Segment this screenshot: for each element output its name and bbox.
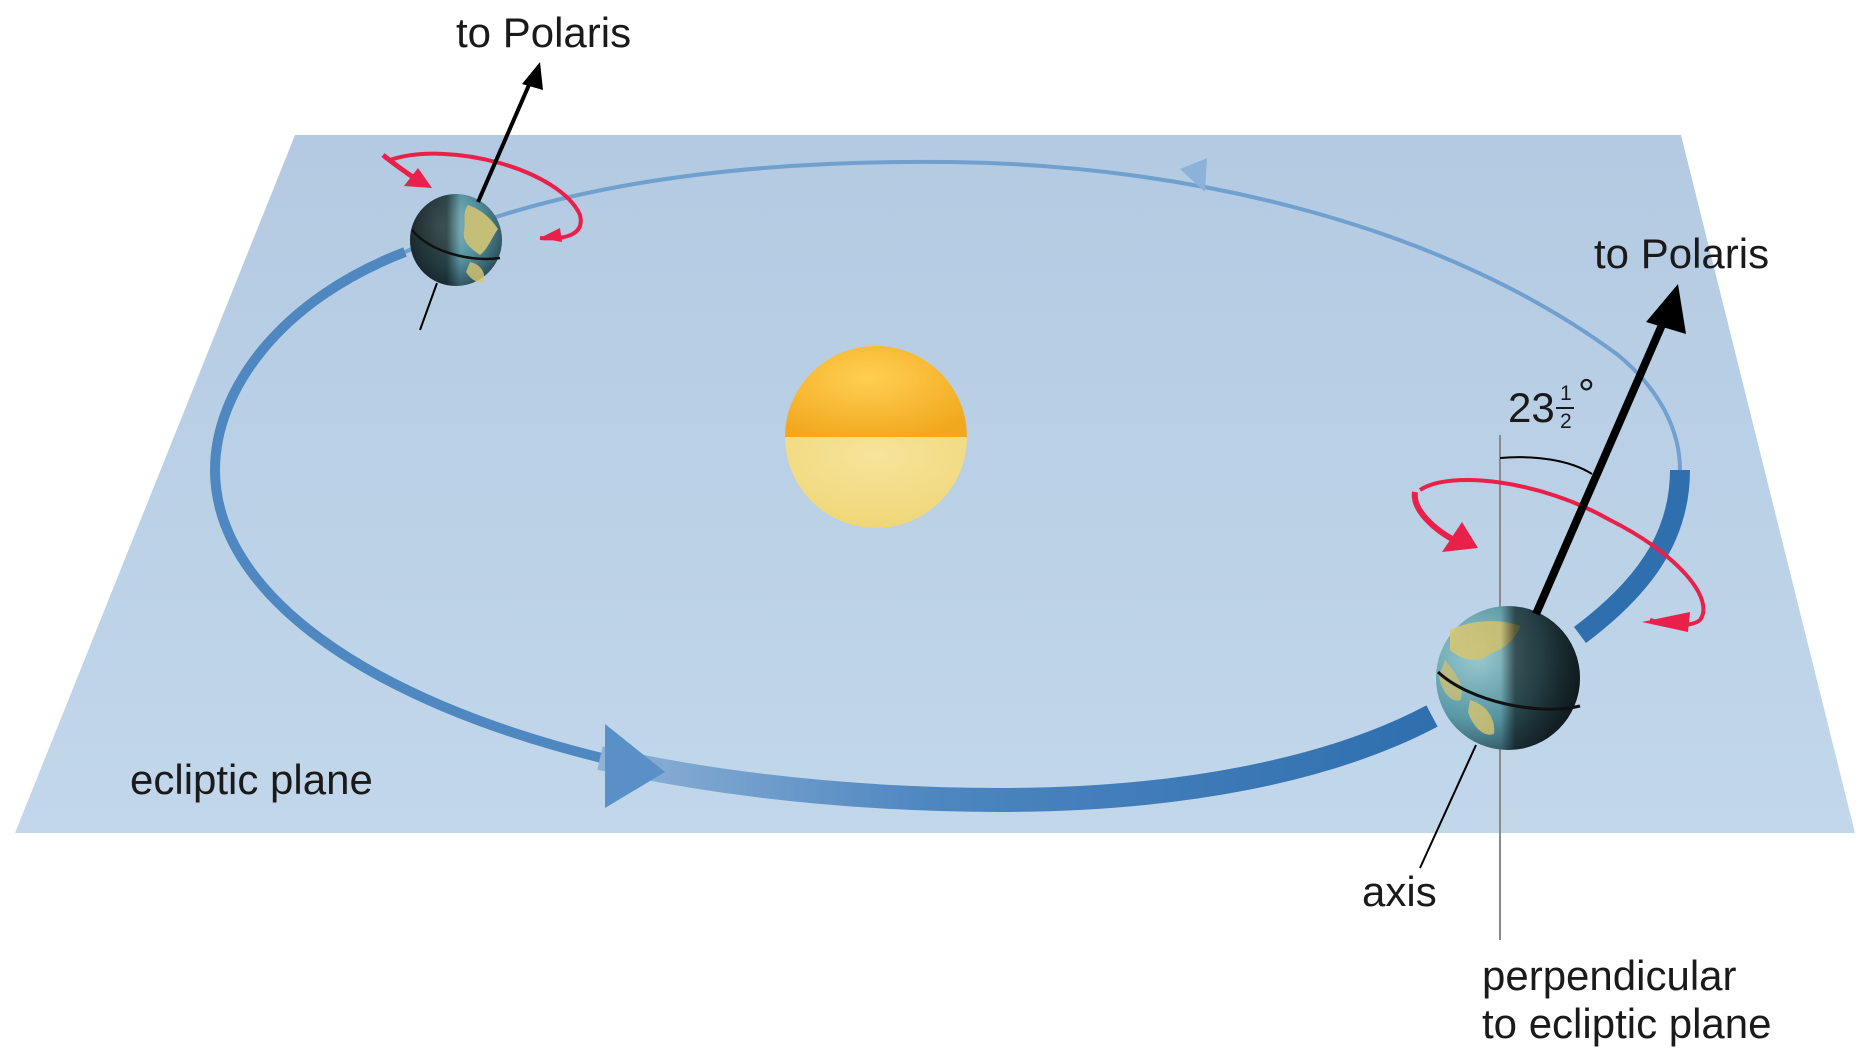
polaris-arrowhead-right	[1646, 284, 1686, 334]
orbit-right	[1573, 469, 1690, 643]
label-axis: axis	[1362, 868, 1437, 915]
polaris-arrowhead-left	[522, 62, 543, 90]
earth-left	[410, 194, 502, 286]
label-to-polaris-top: to Polaris	[456, 9, 631, 56]
orbit-front	[597, 705, 1438, 813]
label-perpendicular-line1: perpendicular	[1482, 952, 1737, 999]
svg-text:2: 2	[1560, 410, 1572, 433]
polaris-arrow-left	[476, 77, 534, 203]
svg-text:1: 1	[1560, 382, 1572, 405]
label-to-polaris-right: to Polaris	[1594, 230, 1769, 277]
sun	[785, 346, 967, 528]
polaris-arrow-right	[1532, 316, 1669, 616]
axis-line-left-lower	[419, 282, 438, 331]
spin-arrow-left	[381, 151, 583, 242]
earth-right	[1436, 606, 1581, 750]
label-perpendicular-line2: to ecliptic plane	[1482, 1000, 1772, 1047]
axis-line-right-lower	[1419, 744, 1477, 869]
orbit-direction-arrow-back	[1180, 158, 1207, 192]
tilt-angle-arc	[1499, 456, 1593, 475]
label-ecliptic-plane: ecliptic plane	[130, 756, 373, 803]
orbit-left	[209, 247, 612, 765]
tilt-angle-label: 23 1 2 °	[1508, 370, 1595, 433]
svg-text:23: 23	[1508, 384, 1555, 431]
orbit-direction-arrow-front	[605, 724, 665, 808]
svg-text:°: °	[1578, 370, 1595, 417]
spin-arrow-right	[1411, 478, 1706, 632]
orbit-back	[404, 159, 1682, 471]
